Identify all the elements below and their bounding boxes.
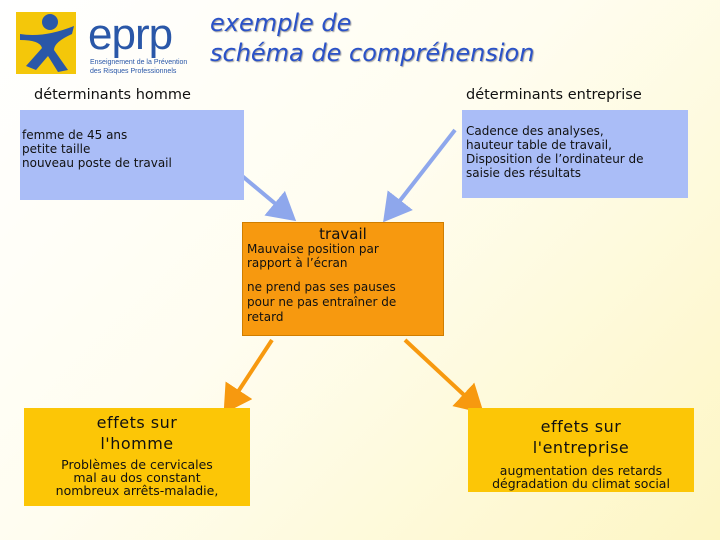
travail-para-2: ne prend pas ses pauses pour ne pas entr… [247, 280, 397, 324]
effets-homme-box: effets sur l'homme Problèmes de cervical… [24, 408, 250, 506]
effets-entreprise-heading: effets sur l'entreprise [532, 417, 630, 457]
page-title: exemple de schéma de compréhension [210, 9, 535, 67]
eprp-logo-mark-icon [16, 12, 76, 74]
travail-para-1: Mauvaise position par rapport à l’écran [247, 242, 379, 270]
logo-wordmark: eprp [88, 10, 173, 59]
logo-tagline: Enseignement de la Prévention des Risque… [90, 59, 188, 75]
determinants-entreprise-box: Cadence des analyses, hauteur table de t… [462, 110, 688, 198]
arrow-homme-to-travail [233, 168, 297, 222]
arrow-travail-to-effets-homme [223, 338, 274, 414]
determinants-entreprise-heading: déterminants entreprise [466, 87, 642, 103]
effets-homme-heading: effets sur l'homme [96, 413, 178, 453]
determinants-homme-heading: déterminants homme [34, 87, 191, 103]
effets-homme-list: Problèmes de cervicales mal au dos const… [55, 457, 219, 498]
effets-entreprise-list: augmentation des retards dégradation du … [492, 463, 670, 491]
travail-heading: travail [319, 225, 367, 243]
arrow-entreprise-to-travail [383, 128, 457, 223]
travail-box: travail Mauvaise position par rapport à … [242, 222, 444, 336]
determinants-homme-box: femme de 45 ans petite taille nouveau po… [20, 110, 244, 200]
arrow-travail-to-effets-entreprise [403, 338, 484, 414]
eprp-logo: eprp Enseignement de la Prévention des R… [14, 8, 204, 80]
effets-entreprise-box: effets sur l'entreprise augmentation des… [468, 408, 694, 492]
